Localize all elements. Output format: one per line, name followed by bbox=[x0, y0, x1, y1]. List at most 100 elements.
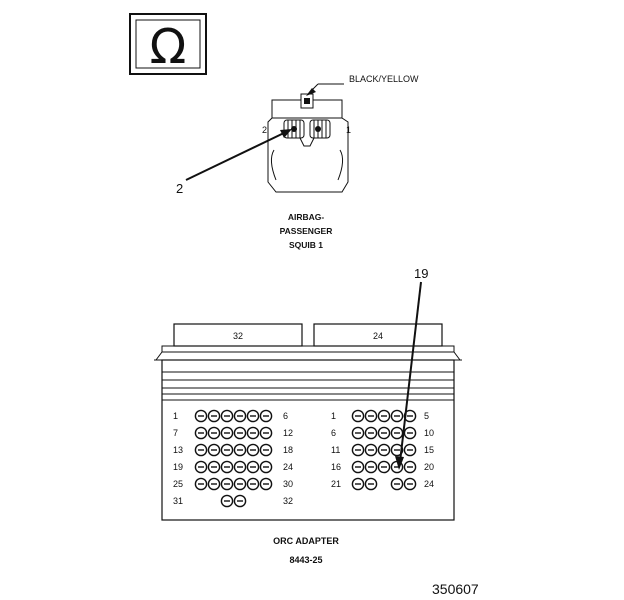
pin-socket-icon bbox=[246, 443, 260, 457]
wire-color-label: BLACK/YELLOW bbox=[349, 74, 419, 84]
ohmmeter-symbol: Ω bbox=[129, 13, 207, 75]
squib-pin-1-label: 1 bbox=[346, 125, 351, 135]
pin-socket-icon bbox=[351, 477, 365, 491]
pin-row: 11 15 bbox=[331, 443, 434, 457]
pin-socket-icon bbox=[377, 426, 391, 440]
pin-socket-icon bbox=[403, 460, 417, 474]
figure-number: 350607 bbox=[432, 581, 479, 597]
pin-row-start-label: 16 bbox=[331, 462, 341, 472]
pin-socket-icon bbox=[364, 460, 378, 474]
pin-socket-icon bbox=[233, 460, 247, 474]
squib-name-line-2: PASSENGER bbox=[280, 226, 333, 236]
pin-socket-icon bbox=[194, 409, 208, 423]
callout-19: 19 bbox=[414, 266, 428, 281]
pin-socket-icon bbox=[207, 426, 221, 440]
pin-socket-icon bbox=[403, 477, 417, 491]
pin-socket-icon bbox=[259, 460, 273, 474]
pin-socket-icon bbox=[220, 409, 234, 423]
pin-socket-icon bbox=[246, 426, 260, 440]
pin-row-end-label: 18 bbox=[283, 445, 293, 455]
pin-socket-icon bbox=[207, 477, 221, 491]
pin-socket-icon bbox=[259, 443, 273, 457]
pin-socket-icon bbox=[377, 443, 391, 457]
pin-row-start-label: 25 bbox=[173, 479, 183, 489]
pin-socket-icon bbox=[364, 409, 378, 423]
pin-socket-icon bbox=[233, 494, 247, 508]
pin-socket-icon bbox=[403, 426, 417, 440]
omega-icon: Ω bbox=[150, 19, 187, 75]
squib-name-line-1: AIRBAG- bbox=[288, 212, 325, 222]
pin-socket-icon bbox=[377, 409, 391, 423]
pin-row-end-label: 20 bbox=[424, 462, 434, 472]
pin-socket-icon bbox=[259, 477, 273, 491]
pin-row: 13 18 bbox=[173, 443, 293, 457]
terminal-coil-right bbox=[309, 119, 331, 139]
pin-row-end-label: 12 bbox=[283, 428, 293, 438]
pin-row: 7 12 bbox=[173, 426, 293, 440]
pin-row-end-label: 6 bbox=[283, 411, 288, 421]
pin-socket-icon bbox=[259, 426, 273, 440]
pin-row-start-label: 11 bbox=[331, 445, 340, 455]
pin-socket-icon bbox=[390, 409, 404, 423]
pin-row-start-label: 13 bbox=[173, 445, 183, 455]
callout-2: 2 bbox=[176, 181, 183, 196]
pin-socket-icon bbox=[364, 477, 378, 491]
terminal-coil-left bbox=[283, 119, 305, 139]
pin-socket-icon bbox=[351, 409, 365, 423]
pin-row-end-label: 24 bbox=[283, 462, 293, 472]
pin-socket-icon bbox=[364, 443, 378, 457]
pin-row-start-label: 7 bbox=[173, 428, 178, 438]
pin-socket-icon bbox=[233, 477, 247, 491]
orc-adapter-part-number: 8443-25 bbox=[289, 555, 322, 565]
pin-socket-icon bbox=[220, 494, 234, 508]
squib-name-line-3: SQUIB 1 bbox=[289, 240, 323, 250]
orc-adapter-name: ORC ADAPTER bbox=[273, 536, 339, 546]
pin-socket-icon bbox=[390, 426, 404, 440]
pin-row-start-label: 19 bbox=[173, 462, 183, 472]
pin-socket-icon bbox=[220, 426, 234, 440]
pin-row-end-label: 5 bbox=[424, 411, 429, 421]
pin-socket-icon bbox=[364, 426, 378, 440]
pin-socket-icon bbox=[390, 477, 404, 491]
pin-socket-icon bbox=[207, 460, 221, 474]
pin-socket-icon bbox=[194, 443, 208, 457]
pin-socket-icon bbox=[390, 443, 404, 457]
pin-socket-icon bbox=[233, 443, 247, 457]
pin-socket-icon bbox=[194, 477, 208, 491]
pin-socket-icon bbox=[351, 460, 365, 474]
pin-row: 21 24 bbox=[331, 477, 434, 491]
pin-socket-icon bbox=[377, 460, 391, 474]
pin-socket-icon bbox=[233, 426, 247, 440]
pin-socket-icon bbox=[207, 443, 221, 457]
pin-socket-icon bbox=[194, 460, 208, 474]
pin-row-end-label: 15 bbox=[424, 445, 434, 455]
pin-socket-icon bbox=[194, 426, 208, 440]
pin-socket-icon bbox=[259, 409, 273, 423]
pin-socket-icon bbox=[220, 460, 234, 474]
pin-socket-icon bbox=[246, 477, 260, 491]
header-label-32: 32 bbox=[233, 331, 243, 341]
pin-row-end-label: 10 bbox=[424, 428, 434, 438]
pin-row-start-label: 6 bbox=[331, 428, 336, 438]
pin-socket-icon bbox=[220, 443, 234, 457]
pin-socket-icon bbox=[246, 460, 260, 474]
pin-row: 31 32 bbox=[173, 494, 293, 508]
pin-socket-icon bbox=[403, 443, 417, 457]
pin-socket-icon bbox=[233, 409, 247, 423]
pin-row-end-label: 32 bbox=[283, 496, 293, 506]
pin-row-start-label: 31 bbox=[173, 496, 183, 506]
squib-connector: 2 1 BLACK/YELLOW 2 AIRBAG- PASSENGER SQU… bbox=[176, 74, 419, 250]
pin-row-end-label: 24 bbox=[424, 479, 434, 489]
pin-row-start-label: 21 bbox=[331, 479, 341, 489]
pin-socket-icon bbox=[246, 409, 260, 423]
pin-socket-icon bbox=[351, 443, 365, 457]
pin-row: 6 10 bbox=[331, 426, 434, 440]
squib-pin-2-label: 2 bbox=[262, 125, 267, 135]
